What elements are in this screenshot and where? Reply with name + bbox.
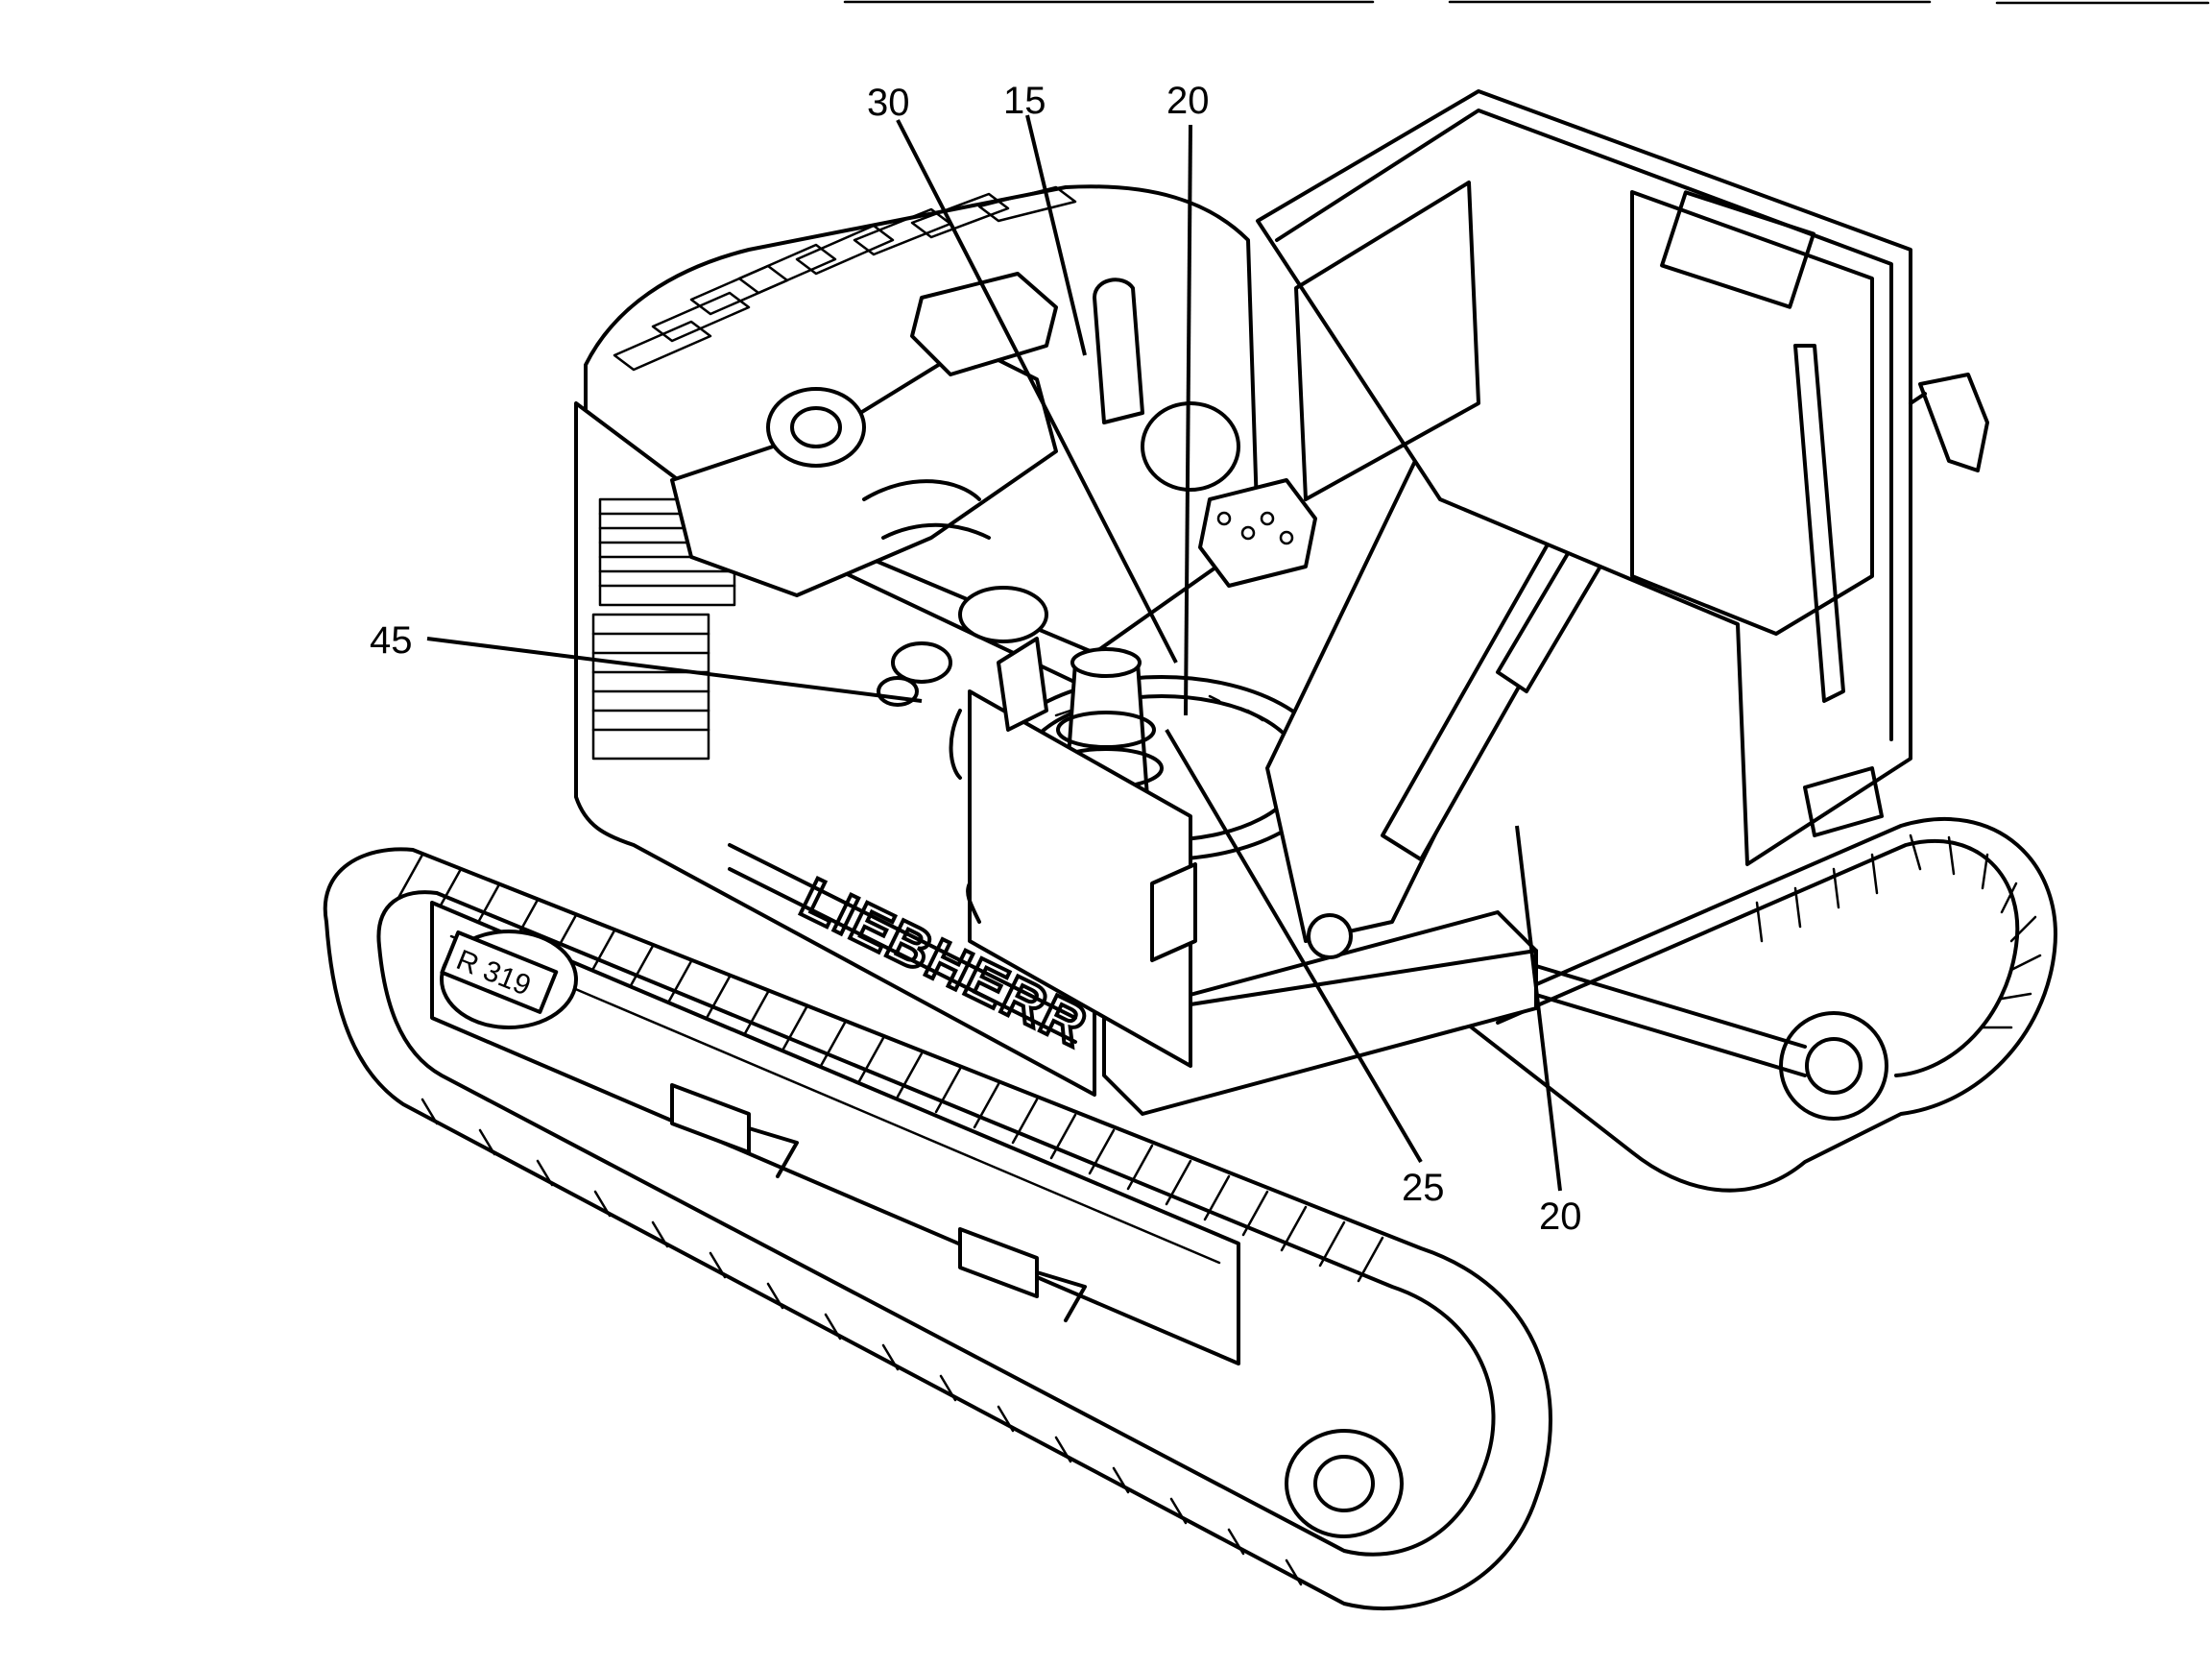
callout-45: 45: [370, 619, 413, 662]
operator-cab: [1256, 89, 1989, 866]
left-crawler-track: R 319: [323, 847, 1552, 1611]
leader-15: [1025, 114, 1087, 356]
model-plate: R 319: [440, 930, 559, 1014]
side-access-door: [949, 637, 1197, 1068]
callout-20-bottom: 20: [1539, 1196, 1582, 1238]
leader-20b: [1515, 825, 1562, 1192]
callout-20-top: 20: [1166, 80, 1210, 122]
callout-25: 25: [1402, 1167, 1445, 1209]
scan-marks: [843, 0, 2210, 5]
leader-45: [426, 637, 923, 703]
callout-labels: 30 15 20 45 25 20: [370, 80, 1582, 1238]
right-crawler-track: [1457, 816, 2057, 1193]
leader-25: [1165, 728, 1423, 1164]
callout-15: 15: [1003, 80, 1046, 122]
leader-30: [896, 119, 1178, 664]
leader-20a: [1184, 124, 1192, 716]
engine-compartment: [670, 272, 1317, 707]
callout-30: 30: [867, 82, 910, 124]
callout-leaders: [426, 114, 1562, 1192]
